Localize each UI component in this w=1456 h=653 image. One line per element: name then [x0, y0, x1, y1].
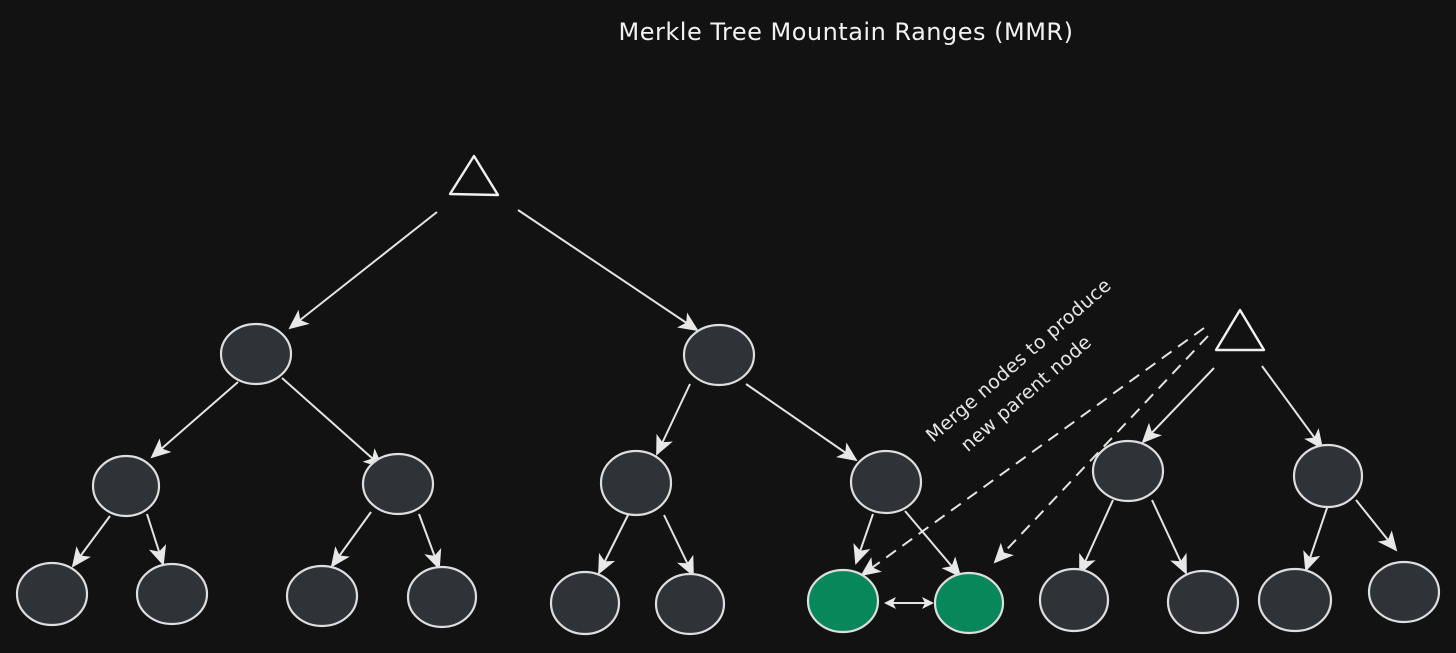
- edge-l1b-right: [745, 383, 858, 462]
- edge-l1a-left: [150, 381, 239, 459]
- leaf-node: [15, 561, 89, 627]
- tree-node: [849, 449, 923, 515]
- merge-annotation: Merge nodes to produce new parent node: [922, 274, 1116, 456]
- leaf-node: [549, 570, 621, 636]
- edge-peak2-right: [1261, 365, 1324, 450]
- edge-l2c-right: [663, 514, 694, 577]
- diagram-title: Merkle Tree Mountain Ranges (MMR): [619, 18, 1074, 46]
- annotation-line-1: Merge nodes to produce: [922, 274, 1116, 447]
- edge-peak1-left: [288, 211, 438, 330]
- edge-peak2-left: [1141, 367, 1215, 444]
- peak-1-triangle-icon: [448, 154, 500, 197]
- peak-2-triangle-icon: [1214, 308, 1266, 352]
- edge-l2b-left: [330, 511, 372, 568]
- edge-l2d-right: [904, 510, 962, 578]
- tree-node: [682, 323, 756, 387]
- edge-peak1-right: [517, 209, 699, 332]
- leaf-node: [406, 565, 478, 629]
- edge-l2d-left: [853, 513, 874, 565]
- tree-node: [91, 454, 161, 518]
- edge-l2a-left: [71, 515, 111, 568]
- edges-group: [71, 209, 1398, 609]
- edge-l1b-left: [656, 383, 691, 456]
- leaf-node: [1367, 560, 1441, 624]
- tree-node: [361, 452, 435, 516]
- edge-l2a-right: [146, 513, 167, 566]
- merged-leaf-node-right: [933, 571, 1005, 635]
- edge-r2b-left: [1303, 504, 1329, 572]
- leaf-node: [654, 572, 726, 636]
- leaf-node: [1166, 569, 1240, 635]
- tree-node: [1292, 443, 1364, 509]
- edge-r2b-right: [1355, 499, 1398, 552]
- tree-node: [219, 322, 293, 386]
- leaf-node: [1038, 567, 1110, 633]
- merged-leaf-node-left: [806, 568, 880, 634]
- merge-arrow-left: [860, 327, 1205, 577]
- merge-arrow-right: [993, 335, 1209, 564]
- tree-node: [1091, 439, 1165, 503]
- leaf-node: [1257, 567, 1333, 633]
- edge-l2c-left: [598, 514, 629, 575]
- edge-l1a-right: [281, 377, 384, 469]
- edge-l2b-right: [418, 513, 442, 570]
- edge-r2a-right: [1151, 499, 1187, 575]
- leaf-node: [285, 564, 359, 628]
- leaf-node: [135, 562, 209, 626]
- nodes-group: [15, 322, 1441, 636]
- tree-node: [599, 449, 673, 517]
- edge-r2a-left: [1079, 499, 1114, 575]
